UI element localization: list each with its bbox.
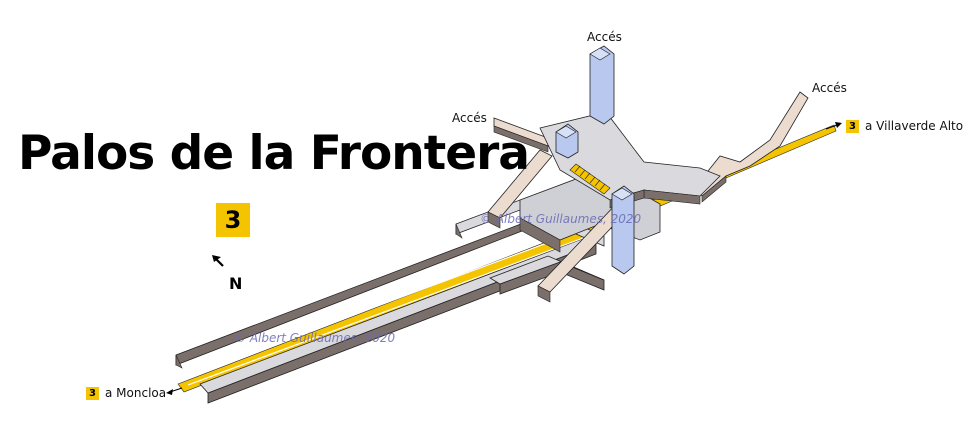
elevator-shafts xyxy=(555,45,635,275)
destination-villaverde: 3 a Villaverde Alto xyxy=(846,119,963,133)
north-arrow-icon xyxy=(212,255,224,267)
station-title: Palos de la Frontera xyxy=(18,126,530,181)
rails xyxy=(183,223,603,386)
access-corridors xyxy=(487,91,809,303)
destination-label: a Villaverde Alto xyxy=(865,119,964,133)
watermark: © Albert Guillaumes, 2020 xyxy=(234,331,396,345)
line-badge: 3 xyxy=(216,203,250,237)
access-label-top: Accés xyxy=(587,30,622,44)
escalator xyxy=(569,163,611,195)
direction-arrows xyxy=(166,122,842,395)
destination-label: a Moncloa xyxy=(105,386,167,400)
access-label-left: Accés xyxy=(452,111,487,125)
destination-line-badge: 3 xyxy=(86,386,99,400)
watermark: © Albert Guillaumes, 2020 xyxy=(480,212,642,226)
destination-moncloa: 3 a Moncloa xyxy=(86,386,166,400)
access-label-right: Accés xyxy=(812,81,847,95)
north-label: N xyxy=(229,274,243,293)
destination-line-badge: 3 xyxy=(846,119,859,133)
